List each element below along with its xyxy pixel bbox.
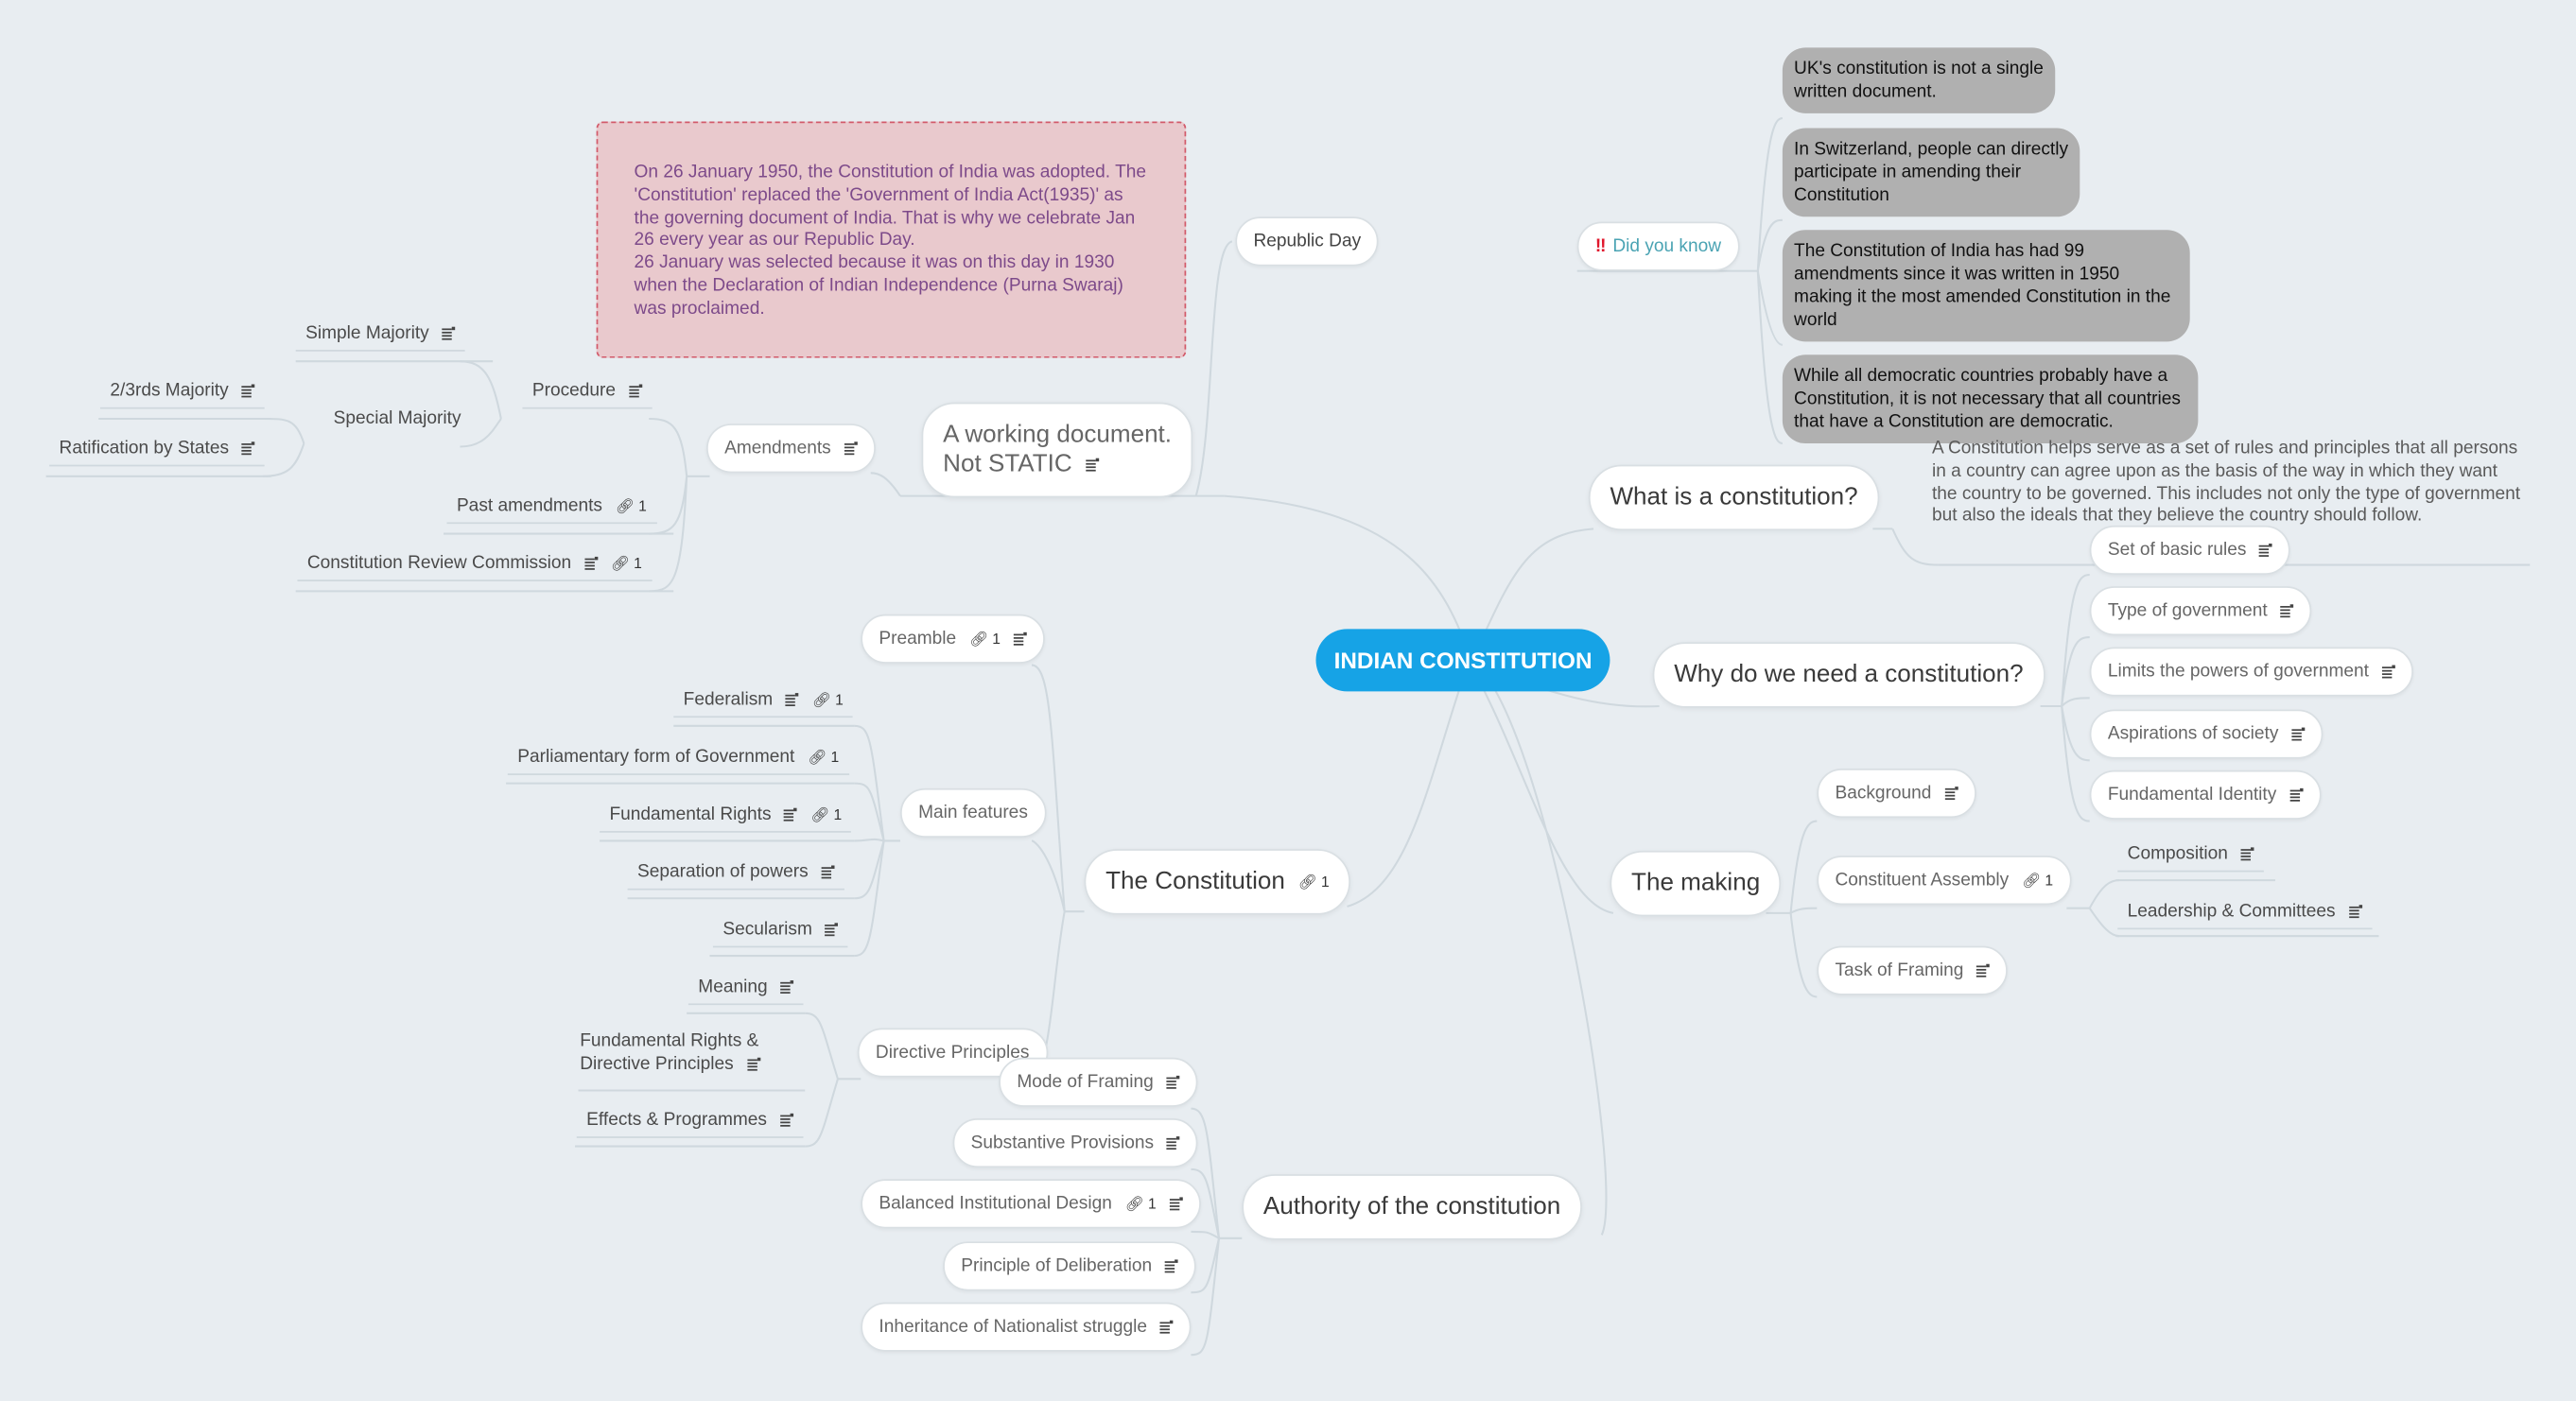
notes-icon (2348, 905, 2362, 918)
link-icon: 🔗︎ 1 (1124, 1195, 1157, 1213)
topic-task-of-framing[interactable]: Task of Framing (1817, 945, 2009, 995)
topic-simple-majority[interactable]: Simple Majority (295, 317, 465, 352)
topic-the-making[interactable]: The making (1610, 850, 1782, 917)
fact-bubble[interactable]: While all democratic countries probably … (1782, 355, 2199, 444)
topic-authority[interactable]: Authority of the constitution (1242, 1174, 1582, 1240)
topic-mode-of-framing[interactable]: Mode of Framing (999, 1057, 1198, 1107)
topic-what-is-constitution[interactable]: What is a constitution? (1588, 464, 1880, 531)
notes-icon (2240, 847, 2254, 861)
topic-federalism[interactable]: Federalism🔗︎ 1 (673, 683, 854, 718)
topic-past-amendments[interactable]: Past amendments🔗︎ 1 (446, 490, 657, 525)
topic-substantive-provisions[interactable]: Substantive Provisions (952, 1118, 1198, 1168)
notes-icon (1169, 1197, 1183, 1211)
link-icon: 🔗︎ 1 (811, 691, 844, 708)
notes-icon (780, 980, 794, 994)
topic-limits-powers[interactable]: Limits the powers of government (2089, 647, 2413, 697)
topic-two-thirds-majority[interactable]: 2/3rds Majority (99, 374, 265, 409)
root-topic[interactable]: INDIAN CONSTITUTION (1315, 629, 1610, 692)
republic-day-note-text: On 26 January 1950, the Constitution of … (634, 162, 1147, 319)
link-icon: 🔗︎ 1 (2022, 872, 2054, 889)
notes-icon (1166, 1136, 1180, 1150)
topic-amendments[interactable]: Amendments (705, 424, 876, 474)
topic-meaning[interactable]: Meaning (688, 971, 804, 1006)
topic-special-majority[interactable]: Special Majority (333, 408, 461, 429)
fact-bubble[interactable]: UK's constitution is not a single writte… (1782, 47, 2056, 113)
notes-icon (628, 384, 642, 398)
topic-did-you-know[interactable]: ‼Did you know (1576, 221, 1740, 271)
notes-icon (1166, 1076, 1180, 1089)
notes-icon (784, 807, 798, 822)
notes-icon (1976, 963, 1991, 977)
topic-directive-principles[interactable]: Directive Principles (857, 1028, 1048, 1078)
topic-inheritance[interactable]: Inheritance of Nationalist struggle (861, 1302, 1192, 1352)
topic-procedure[interactable]: Procedure (522, 374, 653, 409)
fact-bubble[interactable]: The Constitution of India has had 99 ame… (1782, 230, 2190, 342)
topic-why-constitution[interactable]: Why do we need a constitution? (1652, 642, 2045, 708)
topic-the-constitution[interactable]: The Constitution🔗︎ 1 (1084, 849, 1351, 915)
topic-fundamental-rights[interactable]: Fundamental Rights🔗︎ 1 (600, 798, 852, 833)
topic-deliberation[interactable]: Principle of Deliberation (943, 1241, 1196, 1291)
topic-set-of-basic-rules[interactable]: Set of basic rules (2089, 525, 2291, 576)
notes-icon (584, 557, 598, 570)
notes-icon (241, 384, 255, 398)
topic-separation-of-powers[interactable]: Separation of powers (627, 856, 844, 891)
link-icon: 🔗︎ 1 (1297, 873, 1330, 891)
topic-balanced-design[interactable]: Balanced Institutional Design🔗︎ 1 (861, 1179, 1201, 1229)
topic-effects-programmes[interactable]: Effects & Programmes (576, 1103, 804, 1138)
notes-icon (2289, 788, 2304, 802)
notes-icon (786, 693, 799, 706)
topic-leadership[interactable]: Leadership & Committees (2117, 895, 2372, 930)
topic-fundamental-identity[interactable]: Fundamental Identity (2089, 770, 2322, 820)
topic-ratification[interactable]: Ratification by States (49, 432, 266, 467)
notes-icon (241, 441, 255, 455)
notes-icon (844, 441, 858, 455)
link-icon: 🔗︎ 1 (808, 749, 840, 766)
republic-day-note: On 26 January 1950, the Constitution of … (596, 121, 1187, 358)
exclamation-icon: ‼ (1594, 236, 1607, 257)
topic-preamble[interactable]: Preamble🔗︎ 1 (861, 614, 1045, 664)
notes-icon (2381, 665, 2395, 679)
topic-working-document[interactable]: A working document. Not STATIC (921, 402, 1193, 498)
notes-icon (2280, 604, 2294, 617)
link-icon: 🔗︎ 1 (810, 806, 843, 823)
notes-icon (2291, 727, 2306, 741)
notes-icon (442, 326, 456, 340)
topic-parliamentary-government[interactable]: Parliamentary form of Government🔗︎ 1 (507, 740, 849, 776)
fact-bubble[interactable]: In Switzerland, people can directly part… (1782, 128, 2080, 217)
topic-type-of-government[interactable]: Type of government (2089, 586, 2312, 636)
notes-icon (1159, 1320, 1174, 1334)
notes-icon (825, 923, 839, 936)
notes-icon (821, 865, 835, 879)
notes-icon (779, 1113, 793, 1127)
topic-secularism[interactable]: Secularism (712, 913, 849, 948)
topic-constituent-assembly[interactable]: Constituent Assembly🔗︎ 1 (1817, 856, 2072, 906)
link-icon: 🔗︎ 1 (969, 631, 1001, 648)
topic-review-commission[interactable]: Constitution Review Commission🔗︎ 1 (297, 546, 653, 582)
link-icon: 🔗︎ 1 (610, 555, 642, 572)
link-icon: 🔗︎ 1 (615, 497, 647, 514)
what-is-description: A Constitution helps serve as a set of r… (1931, 438, 2521, 527)
notes-icon (1085, 458, 1099, 472)
topic-fr-and-dp[interactable]: Fundamental Rights & Directive Principle… (580, 1030, 760, 1075)
topic-republic-day[interactable]: Republic Day (1235, 216, 1380, 267)
topic-composition[interactable]: Composition (2117, 838, 2265, 873)
topic-background[interactable]: Background (1817, 769, 1976, 819)
notes-icon (1944, 787, 1958, 800)
notes-icon (2259, 544, 2273, 557)
notes-icon (1164, 1259, 1178, 1273)
notes-icon (1013, 631, 1027, 646)
topic-aspirations[interactable]: Aspirations of society (2089, 709, 2324, 759)
topic-main-features[interactable]: Main features (899, 787, 1046, 838)
notes-icon (746, 1057, 760, 1071)
